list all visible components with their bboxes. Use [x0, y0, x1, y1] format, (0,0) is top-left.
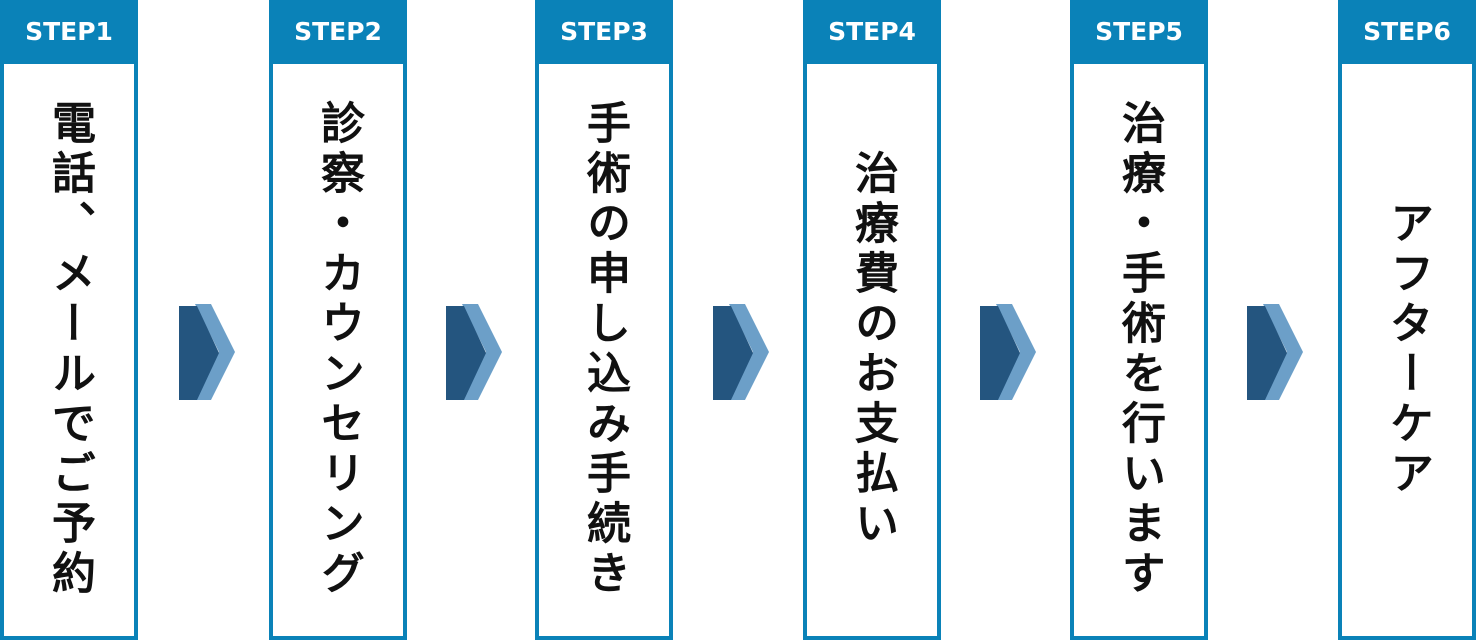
step-4: STEP4 治療費のお支払い	[803, 0, 941, 640]
step-2-box: 診察・カウンセリング	[269, 60, 407, 640]
step-3-text: 手術の申し込み手続き	[579, 100, 630, 600]
step-2-text: 診察・カウンセリング	[313, 100, 364, 600]
step-6: STEP6 アフターケア	[1338, 0, 1476, 640]
step-6-box: アフターケア	[1338, 60, 1476, 640]
arrow-right-icon	[713, 304, 769, 400]
step-1-box: 電話、メールでご予約	[0, 60, 138, 640]
step-3: STEP3 手術の申し込み手続き	[535, 0, 673, 640]
step-4-text: 治療費のお支払い	[847, 150, 898, 550]
step-4-box: 治療費のお支払い	[803, 60, 941, 640]
step-5-label: STEP5	[1070, 0, 1208, 64]
step-5: STEP5 治療・手術を行います	[1070, 0, 1208, 640]
step-3-label: STEP3	[535, 0, 673, 64]
step-2-label: STEP2	[269, 0, 407, 64]
step-1-label: STEP1	[0, 0, 138, 64]
step-6-label: STEP6	[1338, 0, 1476, 64]
step-3-box: 手術の申し込み手続き	[535, 60, 673, 640]
arrow-right-icon	[980, 304, 1036, 400]
arrow-right-icon	[1247, 304, 1303, 400]
step-1-text: 電話、メールでご予約	[44, 100, 95, 600]
step-2: STEP2 診察・カウンセリング	[269, 0, 407, 640]
arrow-right-icon	[179, 304, 235, 400]
step-1: STEP1 電話、メールでご予約	[0, 0, 138, 640]
step-5-text: 治療・手術を行います	[1114, 100, 1165, 600]
arrow-right-icon	[446, 304, 502, 400]
step-4-label: STEP4	[803, 0, 941, 64]
step-6-text: アフターケア	[1382, 200, 1433, 500]
step-5-box: 治療・手術を行います	[1070, 60, 1208, 640]
